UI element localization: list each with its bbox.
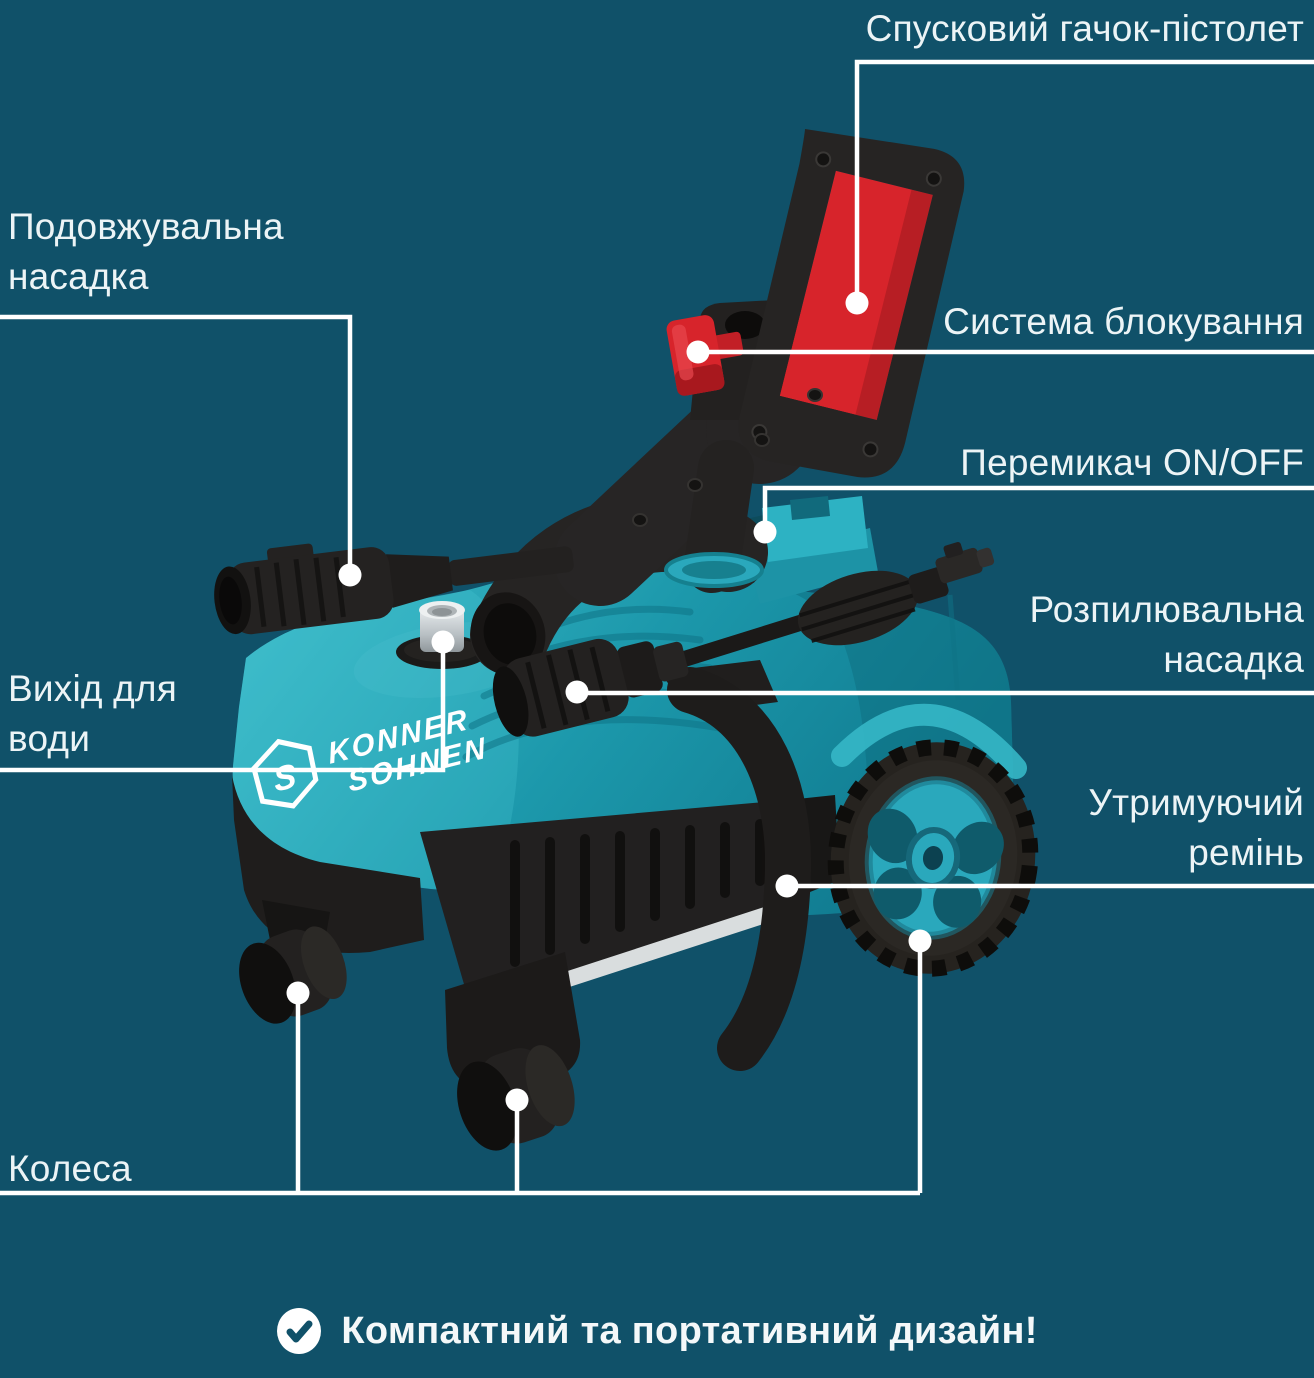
lower-housing: [232, 775, 840, 1088]
callout-line-trigger: [854, 59, 1314, 303]
main-wheel: [827, 739, 1039, 977]
label-extension-nozzle: Подовжувальна насадка: [8, 206, 284, 297]
callout-dots: [286, 291, 932, 1112]
label-wheels: Колеса: [8, 1148, 132, 1189]
label-water-outlet: Вихід для води: [8, 668, 177, 759]
callout-dot-wheel-main: [908, 929, 932, 953]
callout-dot-wheel-front: [286, 981, 310, 1005]
banner: Компактний та портативний дизайн!: [0, 1307, 1314, 1355]
callout-lines: [0, 59, 1314, 1196]
wheel-spoke-cutouts: [867, 808, 1004, 928]
callout-dot-spray: [565, 680, 589, 704]
callout-dot-trigger: [845, 291, 869, 315]
gun-neck: [684, 440, 754, 593]
gun-screws: [632, 388, 823, 527]
callout-line-power: [762, 485, 1314, 532]
callout-line-extension: [0, 314, 353, 575]
callout-line-wheels: [0, 941, 923, 1196]
holding-strap: [660, 660, 812, 1071]
check-icon: [277, 1308, 322, 1354]
callout-dot-lock: [686, 340, 710, 364]
housing-vents: [510, 819, 765, 967]
spray-nozzle: [492, 541, 995, 737]
callout-dot-wheel-rear: [505, 1088, 529, 1112]
label-spray-nozzle: Розпилювальна насадка: [1029, 589, 1304, 680]
callout-dot-strap: [775, 874, 799, 898]
label-trigger-gun: Спусковий гачок-пістолет: [865, 8, 1304, 49]
callout-dot-power: [753, 520, 777, 544]
callout-dot-outlet: [431, 630, 455, 654]
caster-wheel-rear: [457, 1045, 575, 1151]
callout-dot-extension: [338, 563, 362, 587]
label-power-switch: Перемикач ON/OFF: [960, 442, 1304, 483]
turbo-nozzle-cone: [797, 567, 949, 646]
brand-mark-letter: S: [271, 756, 301, 800]
caster-wheel-front: [239, 900, 347, 1024]
callout-line-outlet: [0, 642, 446, 773]
label-lock-system: Система блокування: [943, 301, 1304, 342]
label-holding-strap: Утримуючий ремінь: [1088, 782, 1304, 873]
banner-text: Компактний та портативний дизайн!: [341, 1309, 1038, 1352]
